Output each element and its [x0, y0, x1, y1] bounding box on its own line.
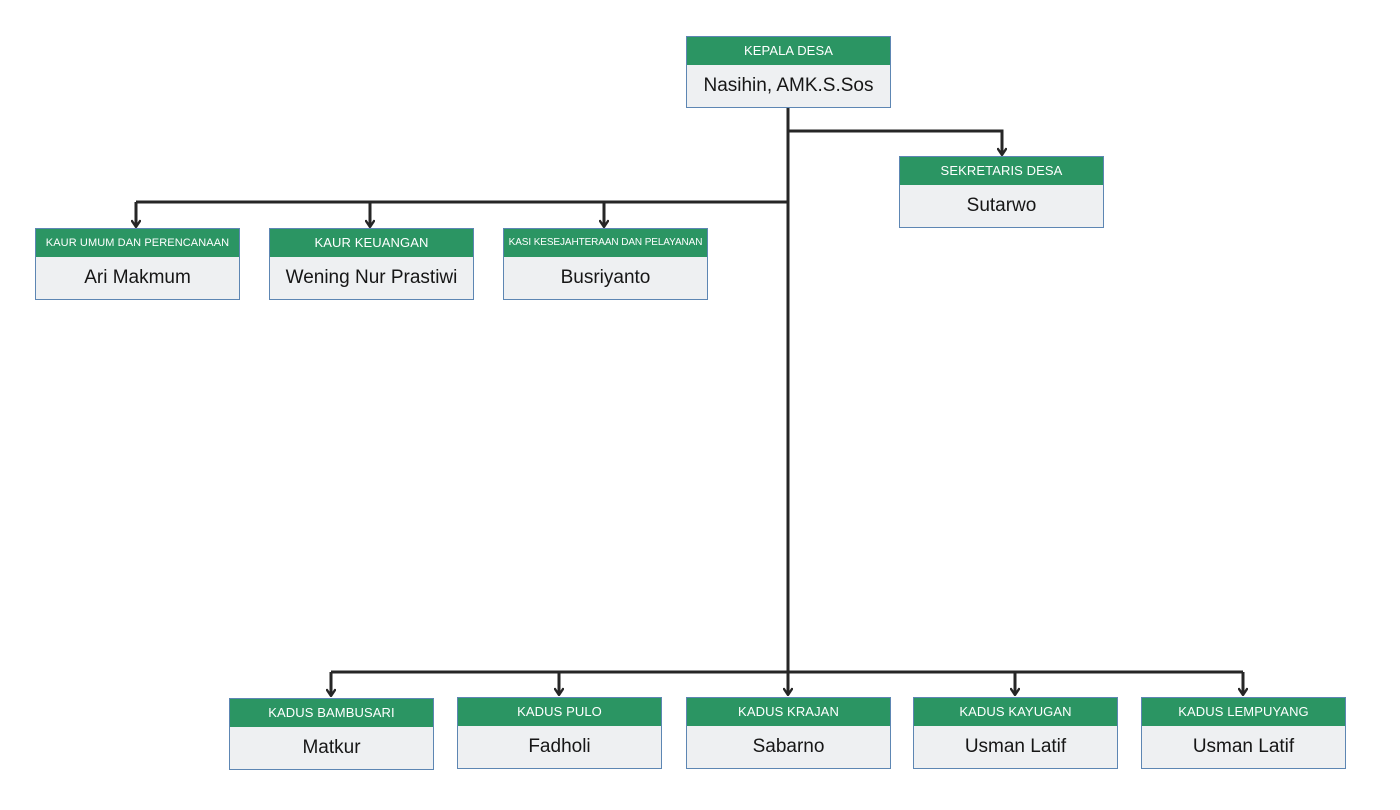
node-sekretaris-desa: SEKRETARIS DESA Sutarwo	[899, 156, 1104, 228]
node-role: SEKRETARIS DESA	[900, 157, 1103, 185]
connector-sekretaris	[788, 129, 1002, 155]
node-role: KADUS LEMPUYANG	[1142, 698, 1345, 726]
node-name: Matkur	[302, 737, 361, 758]
node-kasi-kesejahteraan: KASI KESEJAHTERAAN DAN PELAYANAN Busriya…	[503, 228, 708, 300]
node-role: KADUS PULO	[458, 698, 661, 726]
node-kepala-desa: KEPALA DESA Nasihin, AMK.S.Sos	[686, 36, 891, 108]
node-kaur-keuangan: KAUR KEUANGAN Wening Nur Prastiwi	[269, 228, 474, 300]
node-kadus-pulo: KADUS PULO Fadholi	[457, 697, 662, 769]
node-name: Wening Nur Prastiwi	[285, 267, 458, 288]
node-name: Usman Latif	[1192, 736, 1295, 757]
node-name: Busriyanto	[560, 267, 651, 288]
node-role: KAUR KEUANGAN	[270, 229, 473, 257]
node-name: Fadholi	[528, 736, 591, 757]
node-kaur-umum: KAUR UMUM DAN PERENCANAAN Ari Makmum	[35, 228, 240, 300]
node-kadus-bambusari: KADUS BAMBUSARI Matkur	[229, 698, 434, 770]
node-kadus-lempuyang: KADUS LEMPUYANG Usman Latif	[1141, 697, 1346, 769]
node-name: Ari Makmum	[84, 267, 191, 288]
node-kadus-kayugan: KADUS KAYUGAN Usman Latif	[913, 697, 1118, 769]
node-name: Sabarno	[752, 736, 825, 757]
node-kadus-krajan: KADUS KRAJAN Sabarno	[686, 697, 891, 769]
node-role: KADUS KRAJAN	[687, 698, 890, 726]
node-role: KEPALA DESA	[687, 37, 890, 65]
node-name: Usman Latif	[964, 736, 1067, 757]
node-role: KAUR UMUM DAN PERENCANAAN	[36, 229, 239, 257]
node-name: Sutarwo	[966, 195, 1037, 216]
node-role: KADUS KAYUGAN	[914, 698, 1117, 726]
node-name: Nasihin, AMK.S.Sos	[703, 75, 874, 96]
node-role: KASI KESEJAHTERAAN DAN PELAYANAN	[504, 229, 707, 257]
node-role: KADUS BAMBUSARI	[230, 699, 433, 727]
